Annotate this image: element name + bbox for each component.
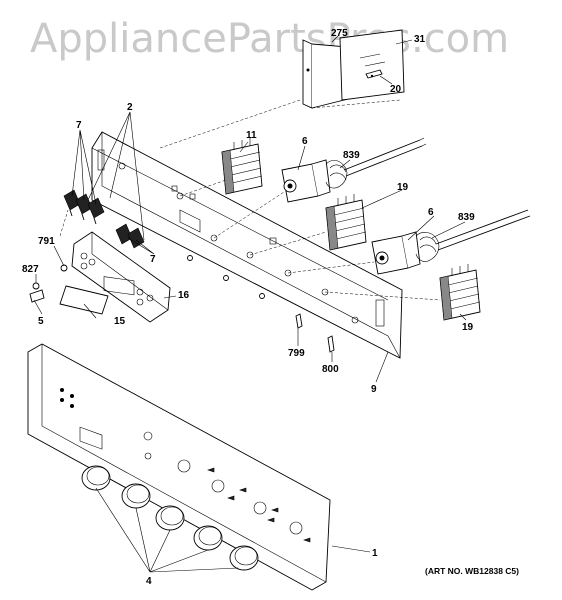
knob[interactable]: [121, 483, 151, 509]
fuse-20[interactable]: [365, 69, 383, 79]
callout-5[interactable]: 5: [38, 316, 44, 327]
callout-839-upper[interactable]: 839: [343, 150, 360, 161]
callout-2[interactable]: 2: [127, 102, 133, 113]
watermark: AppliancePartsPros.com: [30, 16, 509, 62]
clock-board-16[interactable]: [71, 231, 171, 323]
leader-lines: [33, 35, 467, 573]
infinite-switch-19-upper[interactable]: [325, 194, 367, 251]
callout-275[interactable]: 275: [331, 28, 348, 39]
callout-labels: 275 31 20 2 7 11 6 839 19 6 839 7 791 82…: [22, 28, 475, 587]
infinite-switch-19-lower[interactable]: [439, 264, 481, 321]
screw-799[interactable]: [295, 313, 303, 329]
infinite-switch-11[interactable]: [221, 138, 263, 195]
wire-harness-839-upper[interactable]: [325, 137, 427, 189]
knob[interactable]: [155, 505, 185, 531]
callout-31[interactable]: 31: [414, 34, 426, 45]
knob[interactable]: [229, 545, 259, 571]
knob[interactable]: [81, 465, 111, 491]
callout-16[interactable]: 16: [178, 290, 190, 301]
alignment-lines: [59, 99, 441, 301]
callout-799[interactable]: 799: [288, 348, 305, 359]
callout-839-lower[interactable]: 839: [458, 212, 475, 223]
screw-800[interactable]: [327, 335, 335, 353]
screws[interactable]: [187, 255, 265, 299]
art-number: (ART NO. WB12838 C5): [425, 566, 519, 576]
relay-board-31[interactable]: [339, 29, 405, 101]
switch-clips-7-lower[interactable]: [115, 223, 145, 249]
callout-791[interactable]: 791: [38, 236, 55, 247]
knobs-4[interactable]: [81, 465, 259, 571]
callout-9[interactable]: 9: [371, 384, 377, 395]
callout-6-lower[interactable]: 6: [428, 207, 434, 218]
callout-800[interactable]: 800: [322, 364, 339, 375]
rotary-switch-6-upper[interactable]: [281, 159, 331, 203]
faceplate-1[interactable]: [27, 343, 331, 591]
callout-7-upper[interactable]: 7: [76, 120, 82, 131]
callout-11[interactable]: 11: [246, 130, 257, 141]
switch-clips-7-upper[interactable]: [63, 189, 105, 225]
screw-791[interactable]: [60, 264, 68, 272]
control-bracket-9[interactable]: [91, 131, 403, 359]
callout-1[interactable]: 1: [372, 548, 378, 559]
callout-19-upper[interactable]: 19: [397, 182, 409, 193]
rotary-switch-6-lower[interactable]: [371, 231, 421, 275]
wire-harness-839-lower[interactable]: [415, 209, 531, 262]
spacer-827[interactable]: [32, 282, 40, 290]
overlay-15[interactable]: [59, 285, 109, 315]
callout-7-lower[interactable]: 7: [150, 254, 156, 265]
callout-15[interactable]: 15: [114, 316, 126, 327]
light-5[interactable]: [29, 289, 45, 303]
callout-827[interactable]: 827: [22, 264, 39, 275]
callout-6-upper[interactable]: 6: [302, 136, 308, 147]
callout-4[interactable]: 4: [146, 576, 152, 587]
knob[interactable]: [193, 525, 223, 551]
callout-19-lower[interactable]: 19: [462, 322, 474, 333]
callout-20[interactable]: 20: [390, 84, 402, 95]
